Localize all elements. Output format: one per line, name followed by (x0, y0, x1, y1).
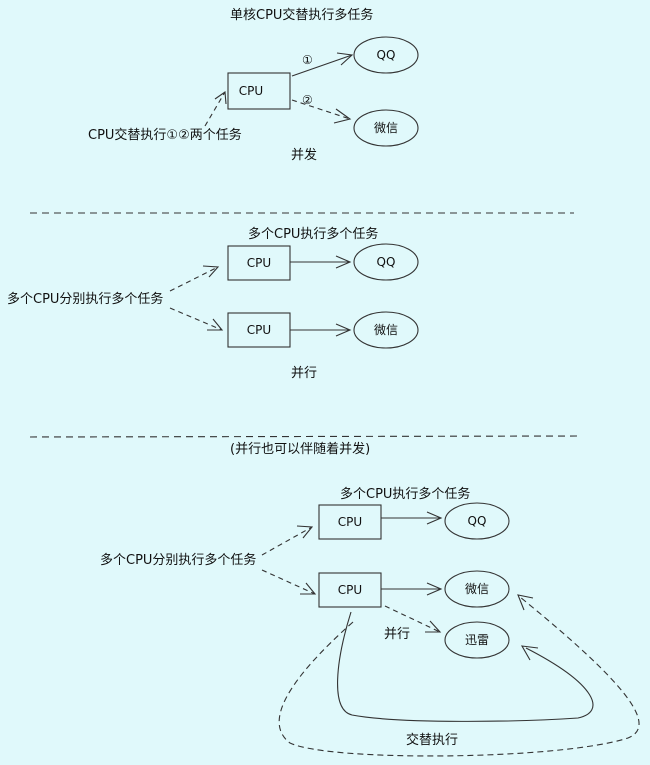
s2-side-label: 多个CPU分别执行多个任务 (7, 292, 164, 307)
s3-arrowhead-qq (426, 511, 443, 525)
s3-arrow-cpu2-xunlei (384, 605, 441, 633)
divider-2 (29, 435, 579, 438)
s1-qq-node (353, 36, 419, 74)
s3-arrowhead-cpu2 (300, 582, 317, 595)
s1-cpu-label: CPU (238, 84, 264, 98)
s2-arrowhead-cpu1 (202, 265, 220, 278)
s2-arrowhead-qq (335, 255, 352, 269)
s1-qq-label: QQ (376, 48, 396, 62)
s1-arrow-label-cpu (204, 91, 226, 127)
s3-dashed-loop (278, 596, 640, 757)
s2-wechat-label: 微信 (373, 323, 399, 337)
s2-cpu2-label: CPU (246, 323, 272, 337)
s3-cpu2-box (318, 572, 382, 608)
s1-arrowhead-wechat (333, 108, 352, 124)
s3-xunlei-node (444, 621, 510, 659)
s3-arrowhead-xunlei (425, 620, 442, 633)
s1-caption: 并发 (291, 148, 318, 163)
s3-arrowhead-dashed-loop (517, 594, 534, 611)
s2-arrow-label-cpu1 (169, 266, 219, 292)
s3-qq-node (444, 502, 510, 540)
s3-note: (并行也可以伴随着并发) (230, 442, 371, 457)
s1-wechat-node (353, 109, 419, 147)
s3-arrowhead-wechat (426, 582, 443, 596)
s2-wechat-node (353, 311, 419, 349)
s2-qq-node (353, 243, 419, 281)
s2-caption: 并行 (291, 366, 318, 381)
s2-cpu1-box (227, 245, 291, 281)
s1-arrow1-label: ① (302, 53, 313, 67)
s1-arrowhead-label-cpu (214, 91, 227, 105)
s2-arrow-label-cpu2 (169, 307, 223, 331)
s3-wechat-node (444, 570, 510, 608)
s3-concurrent-label: 并行 (384, 627, 411, 642)
s2-arrowhead-wechat (335, 323, 352, 337)
s3-xunlei-label: 迅雷 (464, 633, 490, 647)
s3-qq-label: QQ (467, 514, 487, 528)
s1-cpu-box (227, 72, 291, 110)
s2-arrowhead-cpu2 (207, 318, 224, 331)
s2-cpu1-label: CPU (246, 256, 272, 270)
s3-cpu2-label: CPU (337, 583, 363, 597)
s2-qq-label: QQ (376, 255, 396, 269)
s1-wechat-label: 微信 (373, 121, 399, 135)
s3-wechat-label: 微信 (464, 582, 490, 596)
s1-side-label: CPU交替执行①②两个任务 (88, 128, 242, 143)
s1-arrowhead-qq (336, 52, 354, 66)
s2-title: 多个CPU执行多个任务 (248, 227, 379, 242)
s3-side-label: 多个CPU分别执行多个任务 (100, 553, 257, 568)
s3-cpu1-box (318, 504, 382, 540)
s3-arrow-label-cpu1 (261, 526, 313, 556)
s3-arrowhead-cpu1 (296, 525, 314, 539)
s3-arrowhead-loop (520, 645, 539, 661)
s3-cpu1-label: CPU (337, 515, 363, 529)
s1-arrow-cpu-wechat (291, 99, 351, 120)
s1-title: 单核CPU交替执行多任务 (230, 8, 374, 23)
s3-arrow-label-cpu2 (261, 569, 316, 595)
s3-title: 多个CPU执行多个任务 (340, 487, 471, 502)
s1-arrow-cpu-qq (291, 54, 353, 77)
s3-solid-loop (337, 611, 594, 722)
s1-arrow2-label: ② (302, 93, 313, 107)
s3-alternate-label: 交替执行 (406, 733, 459, 748)
